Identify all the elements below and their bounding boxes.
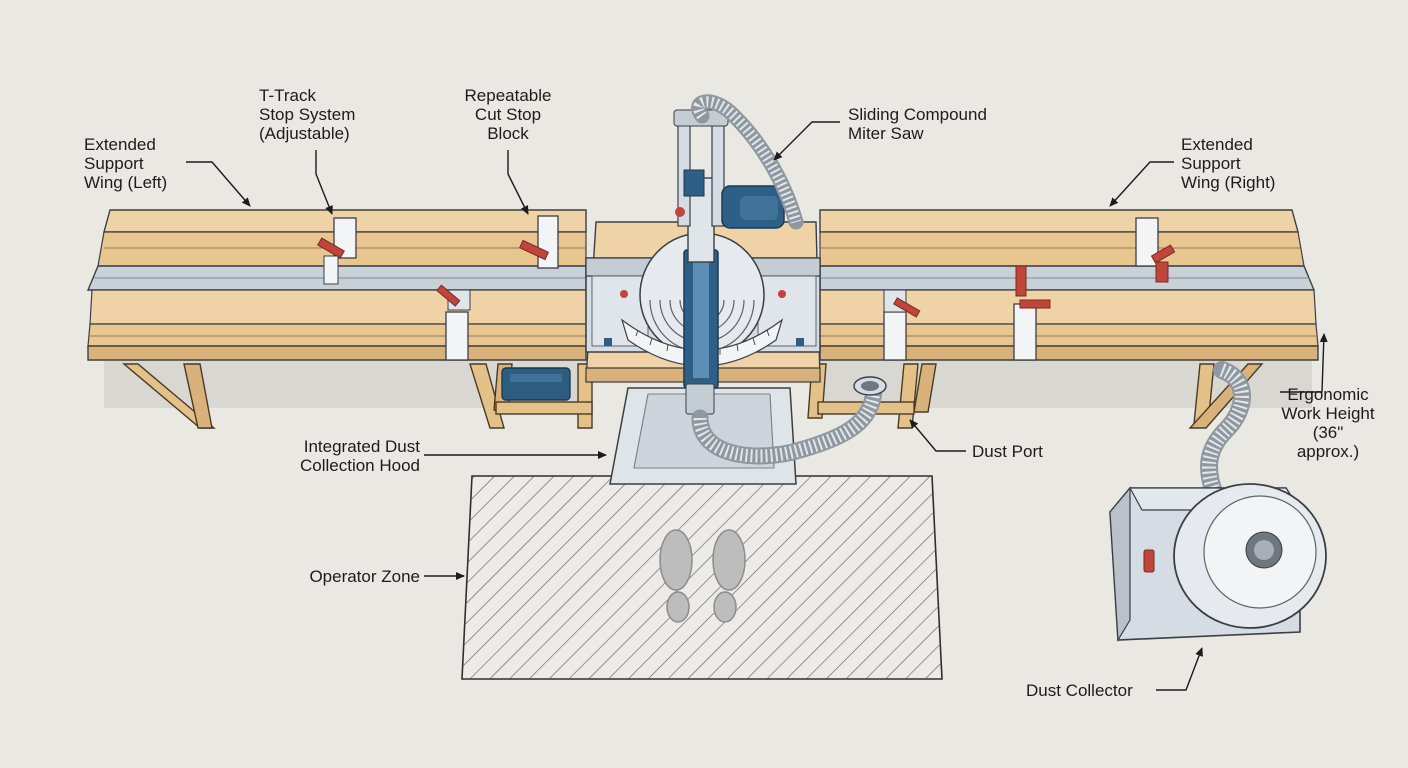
dust-hose-saw <box>691 381 883 465</box>
svg-text:Support: Support <box>1181 154 1241 173</box>
svg-text:Extended: Extended <box>84 135 156 154</box>
dust-hose-collector <box>1200 361 1251 501</box>
stop-block-2 <box>518 215 559 269</box>
label-wing-right: Extended Support Wing (Right) <box>1181 135 1275 192</box>
stop-block-6 <box>1135 217 1176 283</box>
dust-hose-top <box>691 94 804 230</box>
svg-text:Integrated Dust: Integrated Dust <box>304 437 421 456</box>
right-support-wing <box>819 209 1319 361</box>
stop-block-5 <box>1013 265 1051 361</box>
svg-text:Wing (Right): Wing (Right) <box>1181 173 1275 192</box>
operator-zone-mat <box>461 475 943 680</box>
label-dust-port: Dust Port <box>972 442 1043 461</box>
label-miter-saw: Sliding Compound Miter Saw <box>848 105 987 143</box>
svg-text:approx.): approx.) <box>1297 442 1359 461</box>
svg-text:Stop System: Stop System <box>259 105 355 124</box>
right-wing-stand <box>807 360 1312 429</box>
label-dust-collector: Dust Collector <box>1026 681 1133 700</box>
stop-block-4 <box>883 289 921 361</box>
power-switch-icon <box>1143 549 1155 573</box>
svg-text:Ergonomic: Ergonomic <box>1287 385 1369 404</box>
label-dust-hood: Integrated Dust Collection Hood <box>300 437 420 475</box>
stop-block-1 <box>317 217 357 285</box>
svg-text:Work Height: Work Height <box>1281 404 1374 423</box>
dust-collector <box>1109 483 1327 642</box>
footprints-icon <box>659 529 746 623</box>
label-wing-left: Extended Support Wing (Left) <box>84 135 167 192</box>
label-stop-block: Repeatable Cut Stop Block <box>465 86 552 143</box>
stop-block-3 <box>436 284 471 361</box>
svg-text:Repeatable: Repeatable <box>465 86 552 105</box>
label-operator-zone: Operator Zone <box>309 567 420 586</box>
svg-text:Cut Stop: Cut Stop <box>475 105 541 124</box>
miter-saw <box>585 109 821 415</box>
svg-text:Collection Hood: Collection Hood <box>300 456 420 475</box>
svg-text:Extended: Extended <box>1181 135 1253 154</box>
label-t-track: T-Track Stop System (Adjustable) <box>259 86 355 143</box>
leader-lines <box>186 121 1328 691</box>
svg-text:Miter Saw: Miter Saw <box>848 124 924 143</box>
dust-port <box>853 376 887 396</box>
svg-text:T-Track: T-Track <box>259 86 316 105</box>
svg-text:Support: Support <box>84 154 144 173</box>
svg-text:Block: Block <box>487 124 529 143</box>
miter-scale <box>620 318 784 367</box>
svg-text:(Adjustable): (Adjustable) <box>259 124 350 143</box>
label-work-height: Ergonomic Work Height (36" approx.) <box>1281 385 1374 461</box>
svg-text:(36": (36" <box>1313 423 1344 442</box>
svg-text:Wing (Left): Wing (Left) <box>84 173 167 192</box>
tool-bin <box>501 367 571 401</box>
svg-text:Sliding Compound: Sliding Compound <box>848 105 987 124</box>
